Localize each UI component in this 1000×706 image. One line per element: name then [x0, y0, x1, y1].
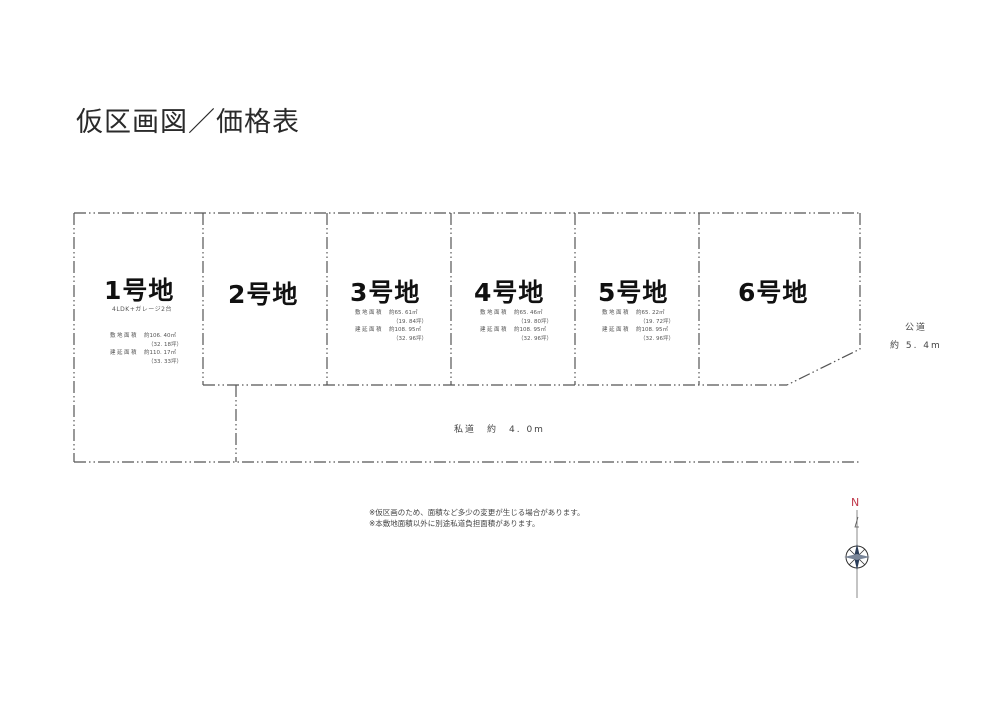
floor-area-value: 約108. 95㎡: [636, 327, 668, 333]
note-1: ※仮区画のため、面積など多少の変更が生じる場合があります。: [369, 508, 585, 517]
note-2: ※本敷地面積以外に別途私道負担面積があります。: [369, 519, 540, 528]
floor-area-tsubo: （33. 33坪）: [148, 358, 182, 365]
site-area-tsubo: （19. 84坪）: [393, 318, 427, 325]
floor-area-value: 約108. 95㎡: [389, 327, 421, 333]
page-title: 仮区画図／価格表: [76, 107, 300, 138]
site-area-tsubo: （19. 80坪）: [518, 318, 552, 325]
site-area-tsubo: （19. 72坪）: [640, 318, 674, 325]
floor-area-tsubo: （32. 96坪）: [518, 335, 552, 342]
lot-6-label: 6号地: [738, 278, 809, 307]
lot-1-subtitle: 4LDK+ガレージ2台: [112, 306, 172, 313]
floor-area-tsubo: （32. 96坪）: [393, 335, 427, 342]
floor-area-label: 建延面積: [602, 327, 631, 333]
private-road-label: 私道 約 4. 0m: [454, 425, 545, 435]
floor-area-tsubo: （32. 96坪）: [640, 335, 674, 342]
lot-1-areas: 敷地面積約106. 40㎡ （32. 18坪） 建延面積約110. 17㎡ （3…: [110, 332, 182, 366]
site-area-label: 敷地面積: [355, 310, 384, 316]
site-area-label: 敷地面積: [480, 310, 509, 316]
lot-3-label: 3号地: [350, 278, 421, 307]
floor-area-value: 約108. 95㎡: [514, 327, 546, 333]
public-road-label: 公道: [905, 323, 928, 333]
lot-4-areas: 敷地面積約65. 46㎡ （19. 80坪） 建延面積約108. 95㎡ （32…: [480, 309, 552, 343]
boundary-right-6: [786, 213, 861, 386]
site-area-label: 敷地面積: [602, 310, 631, 316]
lot-1-label: 1号地: [104, 276, 175, 305]
lot-3-areas: 敷地面積約65. 61㎡ （19. 84坪） 建延面積約108. 95㎡ （32…: [355, 309, 427, 343]
floor-area-value: 約110. 17㎡: [144, 350, 176, 356]
lot-2-label: 2号地: [228, 280, 299, 309]
notes: ※仮区画のため、面積など多少の変更が生じる場合があります。 ※本敷地面積以外に別…: [369, 507, 585, 529]
lot-5-areas: 敷地面積約65. 22㎡ （19. 72坪） 建延面積約108. 95㎡ （32…: [602, 309, 674, 343]
site-area-value: 約65. 46㎡: [514, 310, 543, 316]
compass-icon: [844, 510, 870, 598]
site-area-value: 約65. 61㎡: [389, 310, 418, 316]
site-area-value: 約65. 22㎡: [636, 310, 665, 316]
floor-area-label: 建延面積: [355, 327, 384, 333]
public-road-width: 約 5. 4m: [890, 341, 942, 351]
north-label: N: [851, 496, 860, 509]
lot-4-label: 4号地: [474, 278, 545, 307]
site-area-value: 約106. 40㎡: [144, 333, 176, 339]
site-area-tsubo: （32. 18坪）: [148, 341, 182, 348]
floor-area-label: 建延面積: [110, 350, 139, 356]
floor-area-label: 建延面積: [480, 327, 509, 333]
site-area-label: 敷地面積: [110, 333, 139, 339]
lot-5-label: 5号地: [598, 278, 669, 307]
